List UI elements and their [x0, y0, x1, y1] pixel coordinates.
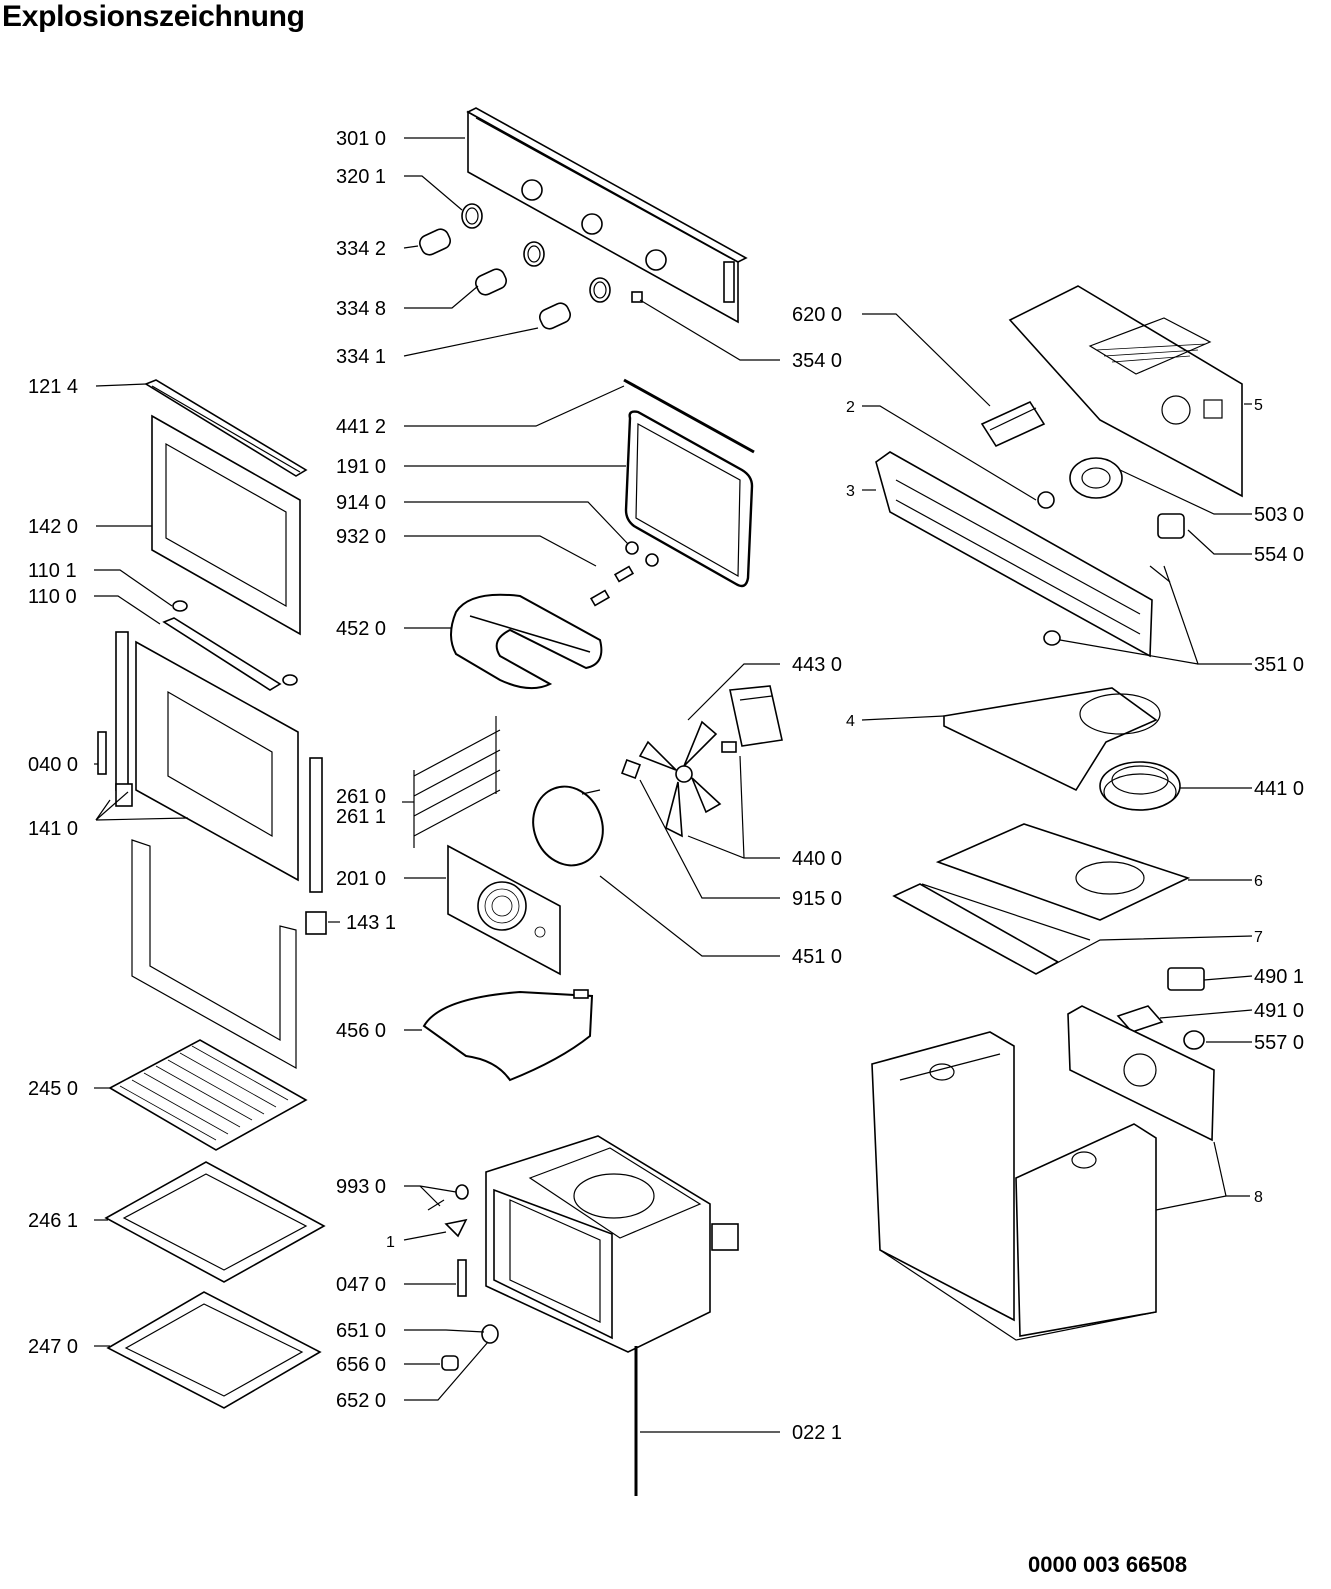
callout-652-0: 652 0 — [336, 1390, 386, 1412]
control-knobs — [419, 228, 571, 330]
callout-6: 6 — [1254, 873, 1263, 890]
baking-tray-246 — [104, 1161, 326, 1283]
fan-shroud-4 — [943, 687, 1161, 792]
callout-993-0: 993 0 — [336, 1176, 386, 1198]
page-title: Explosionszeichnung — [2, 0, 305, 33]
motor-503 — [1069, 457, 1123, 499]
oven-housing-8 — [871, 1031, 1157, 1341]
callout-503-0: 503 0 — [1254, 504, 1304, 526]
callout-047-0: 047 0 — [336, 1274, 386, 1296]
callout-443-0: 443 0 — [792, 654, 842, 676]
callout-3: 3 — [846, 483, 855, 500]
timer-620 — [980, 400, 1046, 448]
oven-cavity — [485, 1135, 739, 1353]
callout-656-0: 656 0 — [336, 1354, 386, 1376]
callout-334-2: 334 2 — [336, 238, 386, 260]
switch-554 — [1149, 513, 1185, 583]
callout-143-1: 143 1 — [346, 912, 396, 934]
inner-door-glass — [131, 839, 297, 1070]
cooling-duct-6 — [935, 823, 1191, 921]
callout-4: 4 — [846, 713, 855, 730]
control-panel — [466, 107, 748, 324]
door-seal-rod — [623, 378, 755, 454]
callout-354-0: 354 0 — [792, 350, 842, 372]
callout-247-0: 247 0 — [28, 1336, 78, 1358]
drip-pan-247 — [106, 1291, 322, 1409]
callout-334-8: 334 8 — [336, 298, 386, 320]
knob-rings — [461, 203, 643, 303]
callout-932-0: 932 0 — [336, 526, 386, 548]
callout-7: 7 — [1254, 929, 1263, 946]
callout-246-1: 246 1 — [28, 1210, 78, 1232]
callout-451-0: 451 0 — [792, 946, 842, 968]
callout-441-0: 441 0 — [1254, 778, 1304, 800]
callout-245-0: 245 0 — [28, 1078, 78, 1100]
fan-cover-201 — [447, 844, 561, 976]
callout-440-0: 440 0 — [792, 848, 842, 870]
rear-panel — [1067, 1005, 1215, 1142]
callout-110-1: 110 1 — [28, 560, 77, 582]
callout-452-0: 452 0 — [336, 618, 386, 640]
callout-351-0: 351 0 — [1254, 654, 1304, 676]
callout-456-0: 456 0 — [336, 1020, 386, 1042]
fan-441 — [1099, 761, 1181, 811]
callout-334-1: 334 1 — [336, 346, 386, 368]
callout-8: 8 — [1254, 1189, 1263, 1206]
ring-heater-451 — [532, 785, 604, 867]
door-frame — [97, 631, 327, 935]
callout-261-1: 261 1 — [336, 806, 386, 828]
electronics-490-491-557 — [1116, 967, 1205, 1050]
document-number: 0000 003 66508 — [1028, 1552, 1188, 1577]
door-top-profile — [144, 379, 308, 477]
callout-301-0: 301 0 — [336, 128, 386, 150]
callout-491-0: 491 0 — [1254, 1000, 1304, 1022]
door-gasket-191 — [624, 410, 754, 588]
callout-201-0: 201 0 — [336, 868, 386, 890]
callout-191-0: 191 0 — [336, 456, 386, 478]
callout-620-0: 620 0 — [792, 304, 842, 326]
callout-320-1: 320 1 — [336, 166, 386, 188]
callout-651-0: 651 0 — [336, 1320, 386, 1342]
callout-490-1: 490 1 — [1254, 966, 1304, 988]
wire-rack-245 — [108, 1039, 308, 1151]
callout-121-4: 121 4 — [28, 376, 78, 398]
grill-element-452 — [450, 541, 659, 690]
lower-heater-456 — [422, 989, 594, 1082]
callout-554-0: 554 0 — [1254, 544, 1304, 566]
callout-915-0: 915 0 — [792, 888, 842, 910]
callout-557-0: 557 0 — [1254, 1032, 1304, 1054]
door-handle — [162, 600, 298, 691]
callout-110-0: 110 0 — [28, 586, 77, 608]
callout-261-0: 261 0 — [336, 786, 386, 808]
callout-040-0: 040 0 — [28, 754, 78, 776]
callout-5: 5 — [1254, 397, 1263, 414]
callout-022-1: 022 1 — [792, 1422, 842, 1444]
lamp-parts — [427, 1184, 499, 1371]
shelf-supports-261 — [413, 716, 501, 848]
callout-914-0: 914 0 — [336, 492, 386, 514]
callout-142-0: 142 0 — [28, 516, 78, 538]
fan-motor-440 — [721, 685, 783, 753]
callout-2: 2 — [846, 399, 855, 416]
top-cover-5 — [1008, 285, 1243, 498]
callout-441-2: 441 2 — [336, 416, 386, 438]
leader-lines — [94, 137, 1253, 1433]
callout-labels: 301 0 320 1 334 2 334 8 334 1 354 0 620 … — [28, 128, 1304, 1444]
callout-1: 1 — [386, 1234, 395, 1251]
callout-141-0: 141 0 — [28, 818, 78, 840]
outer-door-glass — [151, 414, 301, 636]
control-housing-3 — [875, 451, 1153, 658]
fan-blade-443 — [621, 720, 722, 838]
